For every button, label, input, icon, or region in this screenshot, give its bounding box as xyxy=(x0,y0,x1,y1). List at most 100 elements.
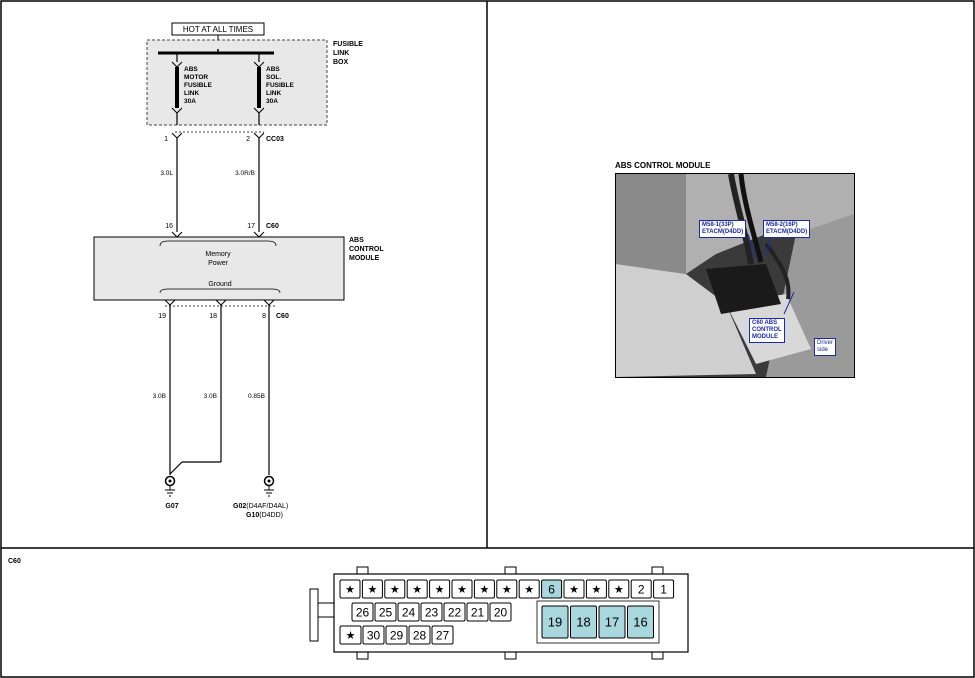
wire-ground-b-diagonal xyxy=(169,461,183,475)
abs-module-box xyxy=(93,236,345,301)
c60-bottom-pin8-chevron xyxy=(263,299,275,306)
memory-power-label-1: Memory xyxy=(205,251,231,258)
connector-pin-label: ★ xyxy=(457,584,467,596)
connector-pin-label: 2 xyxy=(638,582,645,596)
module-label-2: CONTROL xyxy=(349,246,384,253)
connector-pin-label: ★ xyxy=(591,584,601,596)
photo-label-m58-2: M58-2(16P) ETACM(D4DD) xyxy=(763,220,811,238)
ground-g10-line: G10(D4DD) xyxy=(246,512,283,519)
ground-g02-symbol xyxy=(263,475,275,497)
ground-g10-label: G10 xyxy=(246,512,259,519)
photo-label-m58-1: M58-1(33P) ETACM(D4DD) xyxy=(699,220,747,238)
pin-19: 19 xyxy=(158,313,166,320)
wire-c-label: 0.85B xyxy=(248,393,265,400)
connector-pin-label: 17 xyxy=(605,615,619,630)
connector-pin-label: ★ xyxy=(435,584,445,596)
fuse-right-label-5: 30A xyxy=(266,98,278,105)
connector-pin-box xyxy=(585,579,607,599)
wire-right-top-label: 3.0R/B xyxy=(235,170,255,177)
module-label-1: ABS xyxy=(349,237,364,244)
fuse-left-label-3: FUSIBLE xyxy=(184,82,212,89)
photo-label-driver-side: Driver side xyxy=(814,338,836,356)
connector-pin-box xyxy=(351,602,374,622)
connector-pin-box xyxy=(385,625,408,645)
connector-pin-box xyxy=(361,579,383,599)
c60-bottom-pin19-chevron xyxy=(164,299,176,306)
ground-bracket xyxy=(159,288,281,294)
module-label-3: MODULE xyxy=(349,255,380,262)
conn-cc03-label: CC03 xyxy=(266,136,284,143)
c60-top-pin17-chevron xyxy=(253,231,265,238)
conn-c60-bottom-label: C60 xyxy=(276,313,289,320)
connector-pin-box xyxy=(408,625,431,645)
cc03-pin1-chevron xyxy=(171,132,183,139)
pin-17: 17 xyxy=(247,223,255,230)
connector-pin-label: ★ xyxy=(346,630,356,642)
connector-pin-box xyxy=(384,579,406,599)
connector-pin-box xyxy=(518,579,540,599)
conn-c60-top-label: C60 xyxy=(266,223,279,230)
connector-pin-box xyxy=(563,579,585,599)
connector-pin-label: ★ xyxy=(390,584,400,596)
ground-g07-label: G07 xyxy=(165,503,178,510)
connector-pin-label: ★ xyxy=(614,584,624,596)
connector-pin-box xyxy=(653,579,675,599)
fuse-right-label-4: LINK xyxy=(266,90,281,97)
connector-pin-label: 19 xyxy=(548,615,562,630)
wire-left-top-label: 3.0L xyxy=(160,170,173,177)
connector-pin-box xyxy=(496,579,518,599)
fuse-left-label-2: MOTOR xyxy=(184,74,208,81)
fuse-right-label-1: ABS xyxy=(266,66,280,73)
connector-pin-label: ★ xyxy=(367,584,377,596)
connector-title: C60 xyxy=(8,558,21,565)
photo-label-c60: C60 ABS CONTROL MODULE xyxy=(749,318,785,343)
connector-pin-label: 24 xyxy=(402,605,416,619)
ground-g10-note: (D4DD) xyxy=(259,512,283,519)
connector-pin-label: 16 xyxy=(633,615,647,630)
connector-pin-box xyxy=(598,605,626,639)
pin-18: 18 xyxy=(209,313,217,320)
connector-pin-label: ★ xyxy=(412,584,422,596)
connector-pin-box xyxy=(429,579,451,599)
abs-module-title: ABS CONTROL MODULE xyxy=(615,161,711,170)
memory-power-label-2: Power xyxy=(208,260,229,267)
ground-g02-label: G02 xyxy=(233,503,246,510)
wire-b-label: 3.0B xyxy=(204,393,217,400)
connector-pin-box xyxy=(541,579,563,599)
connector-pin-box xyxy=(630,579,652,599)
c60-top-pin16-chevron xyxy=(171,231,183,238)
pin-8: 8 xyxy=(262,313,266,320)
fuse-right-label-3: FUSIBLE xyxy=(266,82,294,89)
ground-g02-line: G02(D4AF/D4AL) xyxy=(233,503,288,510)
connector-pin-box xyxy=(451,579,473,599)
fuse-right-label-2: SOL. xyxy=(266,74,281,81)
pin-1: 1 xyxy=(164,136,168,143)
memory-power-bracket xyxy=(159,240,277,247)
connector-pin-label: 22 xyxy=(448,605,462,619)
pin-2: 2 xyxy=(246,136,250,143)
connector-pin-label: 27 xyxy=(436,628,450,642)
connector-pin-label: 29 xyxy=(390,628,404,642)
connector-pin-box xyxy=(570,605,597,639)
connector-pin-label: ★ xyxy=(345,584,355,596)
pin-16: 16 xyxy=(165,223,173,230)
fusible-box-label-3: BOX xyxy=(333,59,349,66)
abs-module-photo: M58-1(33P) ETACM(D4DD) M58-2(16P) ETACM(… xyxy=(615,173,855,378)
connector-pin-label: 1 xyxy=(660,582,667,596)
connector-pin-box xyxy=(489,602,512,622)
connector-pin-label: 20 xyxy=(494,605,508,619)
ground-g07-symbol xyxy=(164,475,176,497)
connector-pin-box xyxy=(541,605,569,639)
fuse-left-label-5: 30A xyxy=(184,98,196,105)
wire-a-label: 3.0B xyxy=(153,393,166,400)
connector-pin-label: ★ xyxy=(524,584,534,596)
connector-pin-box xyxy=(473,579,495,599)
connector-pin-label: ★ xyxy=(479,584,489,596)
connector-pin-box xyxy=(431,625,454,645)
connector-pin-box xyxy=(339,579,361,599)
connector-pin-box xyxy=(406,579,428,599)
fusible-box-label-1: FUSIBLE xyxy=(333,41,363,48)
hot-label: HOT AT ALL TIMES xyxy=(183,25,253,34)
